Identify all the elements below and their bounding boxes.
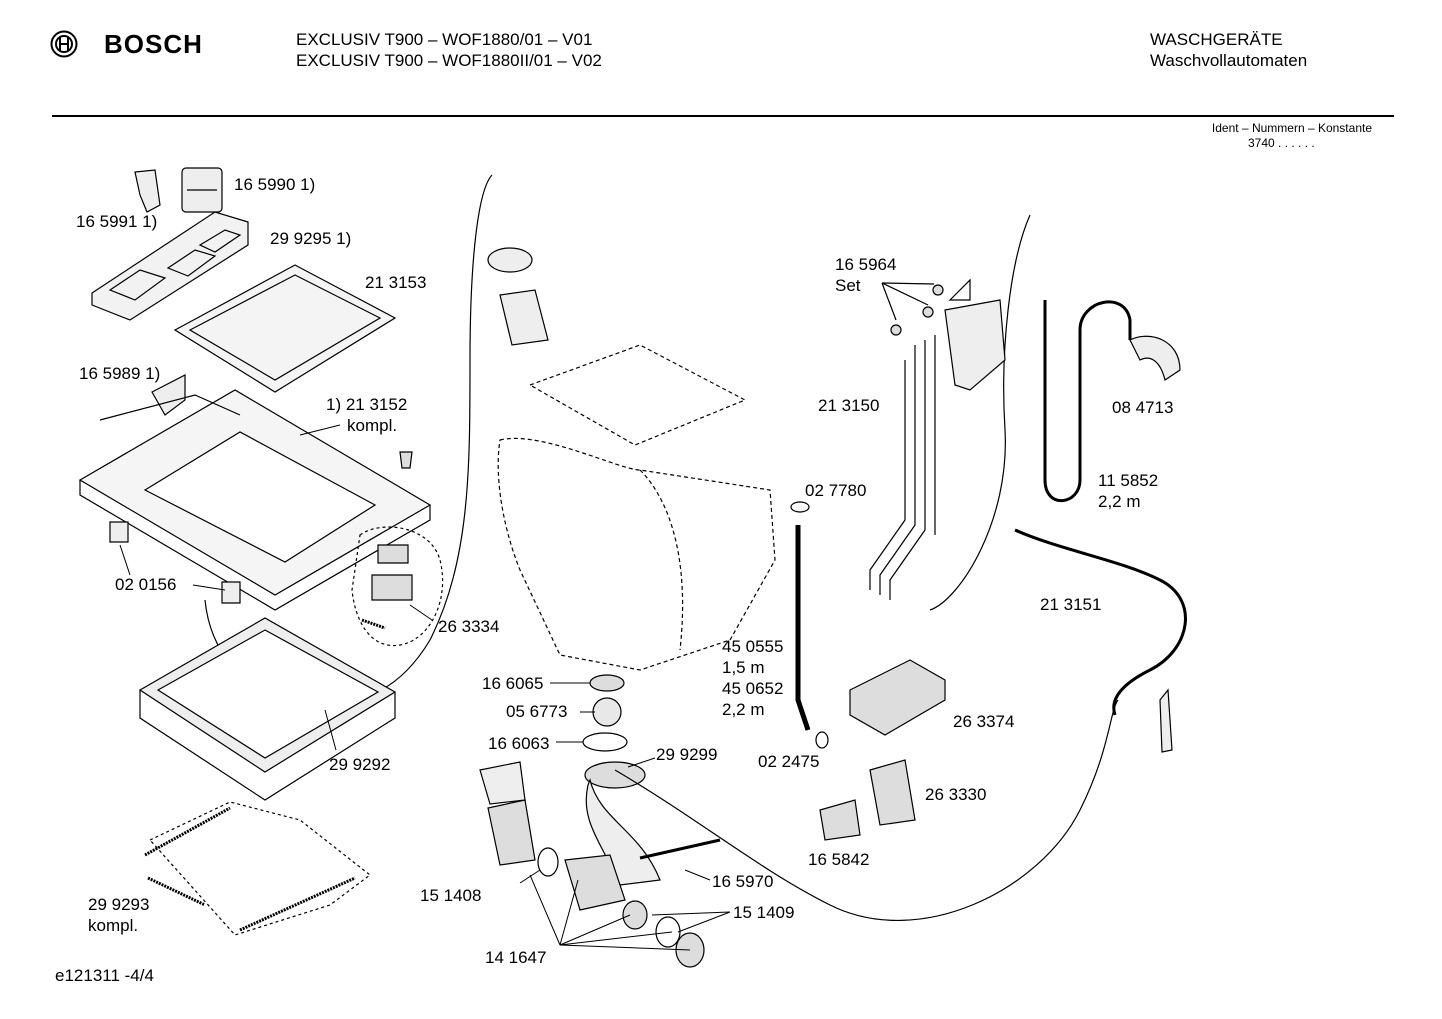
drain-hose-16-5970 xyxy=(640,840,720,858)
spring-left xyxy=(145,808,230,855)
siphon-clip-16-5991 xyxy=(135,170,160,212)
hose-21-3151 xyxy=(1015,530,1185,715)
spring-icon xyxy=(362,620,385,628)
label-26-3330: 26 3330 xyxy=(925,785,987,804)
label-16-5842: 16 5842 xyxy=(808,850,870,869)
washing-tub xyxy=(498,345,775,670)
screw-icon xyxy=(400,452,412,468)
label-21-3153: 21 3153 xyxy=(365,273,427,292)
bracket-02-0156-b xyxy=(222,582,240,603)
header-divider xyxy=(52,115,1394,117)
valve-16-5842 xyxy=(820,800,860,840)
label-14-1647: 14 1647 xyxy=(485,948,547,967)
leader-lines xyxy=(120,425,730,950)
label-26-3374: 26 3374 xyxy=(953,712,1015,731)
label-29-9293-kompl: kompl. xyxy=(88,916,139,935)
label-16-6065: 16 6065 xyxy=(482,674,544,693)
pump-bracket xyxy=(480,762,525,804)
label-05-6773: 05 6773 xyxy=(506,702,568,721)
hose-clip xyxy=(1160,690,1172,752)
pump-housing xyxy=(565,855,625,910)
tub-outline-curve xyxy=(930,215,1030,610)
washer-02-7780 xyxy=(791,502,809,512)
ball-05-6773 xyxy=(593,698,621,726)
drain-hose-long xyxy=(615,700,1118,920)
model-line-1: EXCLUSIV T900 – WOF1880/01 – V01 xyxy=(296,30,593,49)
valve-26-3330 xyxy=(870,760,915,825)
switch-part-b xyxy=(372,575,412,600)
spring-frame-outline xyxy=(150,802,370,935)
spring-right xyxy=(240,878,355,930)
label-45-0555: 45 0555 xyxy=(722,637,784,656)
label-02-7780: 02 7780 xyxy=(805,481,867,500)
detergent-tray xyxy=(175,265,395,392)
valve-cap-c xyxy=(891,325,901,335)
dispenser-cap-16-5990 xyxy=(182,168,222,212)
pointer-16-5964 xyxy=(882,283,934,320)
ident-value: 3740 . . . . . . xyxy=(1248,136,1315,150)
label-11-5852-length: 2,2 m xyxy=(1098,492,1141,511)
valve-cap-b xyxy=(923,307,933,317)
ident-label: Ident – Nummern – Konstante xyxy=(1211,121,1372,135)
filter-15-1409-a xyxy=(623,901,647,929)
label-21-3152: 1) 21 3152 xyxy=(326,395,408,414)
label-16-6063: 16 6063 xyxy=(488,734,550,753)
label-16-5989: 16 5989 1) xyxy=(79,364,161,383)
bosch-logo-icon xyxy=(50,30,78,58)
label-02-2475: 02 2475 xyxy=(758,752,820,771)
label-08-4713: 08 4713 xyxy=(1112,398,1174,417)
label-16-5964: 16 5964 xyxy=(835,255,897,274)
label-45-0652: 45 0652 xyxy=(722,679,784,698)
label-16-5990: 16 5990 1) xyxy=(234,175,316,194)
drain-hose-11-5852 xyxy=(1045,300,1130,501)
sump-top xyxy=(585,762,645,788)
valve-cap-a xyxy=(933,285,943,295)
spring-lower xyxy=(148,878,205,905)
label-29-9295: 29 9295 1) xyxy=(270,229,352,248)
seal-ring-16-6063 xyxy=(583,733,627,751)
label-26-3334: 26 3334 xyxy=(438,617,500,636)
inlet-hose xyxy=(798,525,808,730)
washer-02-2475 xyxy=(816,732,828,748)
seal-frame xyxy=(140,618,395,800)
valve-26-3374 xyxy=(850,660,945,735)
filter-15-1409-b xyxy=(656,917,680,947)
seal-ring-16-6065 xyxy=(590,675,624,691)
model-line-2: EXCLUSIV T900 – WOF1880II/01 – V02 xyxy=(296,51,602,70)
label-15-1409: 15 1409 xyxy=(733,903,795,922)
pump-seal-15-1408 xyxy=(538,848,558,876)
bracket-02-0156-a xyxy=(110,522,128,542)
label-45-0652-length: 2,2 m xyxy=(722,700,765,719)
electronics-group-outline xyxy=(352,527,443,646)
dispenser-drawer xyxy=(92,212,248,320)
label-02-0156: 02 0156 xyxy=(115,575,177,594)
hose-clamp-top xyxy=(488,248,532,272)
label-16-5964-set: Set xyxy=(835,276,861,295)
hose-bend-08-4713 xyxy=(1130,336,1180,380)
drawing-id: e121311 -4/4 xyxy=(55,966,154,985)
label-11-5852: 11 5852 xyxy=(1098,471,1159,490)
switch-part-a xyxy=(378,545,408,563)
category-line-1: WASCHGERÄTE xyxy=(1150,30,1283,49)
label-29-9299: 29 9299 xyxy=(656,745,718,764)
category-line-2: Waschvollautomaten xyxy=(1150,51,1308,70)
label-21-3151: 21 3151 xyxy=(1040,595,1102,614)
brand-name: BOSCH xyxy=(104,29,203,59)
bellows-hose xyxy=(500,290,548,345)
label-29-9293: 29 9293 xyxy=(88,895,150,914)
label-29-9292: 29 9292 xyxy=(329,755,391,774)
label-45-0555-length: 1,5 m xyxy=(722,658,765,677)
label-16-5970: 16 5970 xyxy=(712,872,774,891)
clip-16-5989 xyxy=(152,375,185,415)
top-frame xyxy=(80,390,430,610)
label-15-1408: 15 1408 xyxy=(420,886,482,905)
label-21-3150: 21 3150 xyxy=(818,396,880,415)
pump-motor xyxy=(488,800,535,865)
label-16-5991: 16 5991 1) xyxy=(76,212,158,231)
label-21-3152-kompl: kompl. xyxy=(347,416,398,435)
water-valve-pipes xyxy=(870,280,1005,600)
